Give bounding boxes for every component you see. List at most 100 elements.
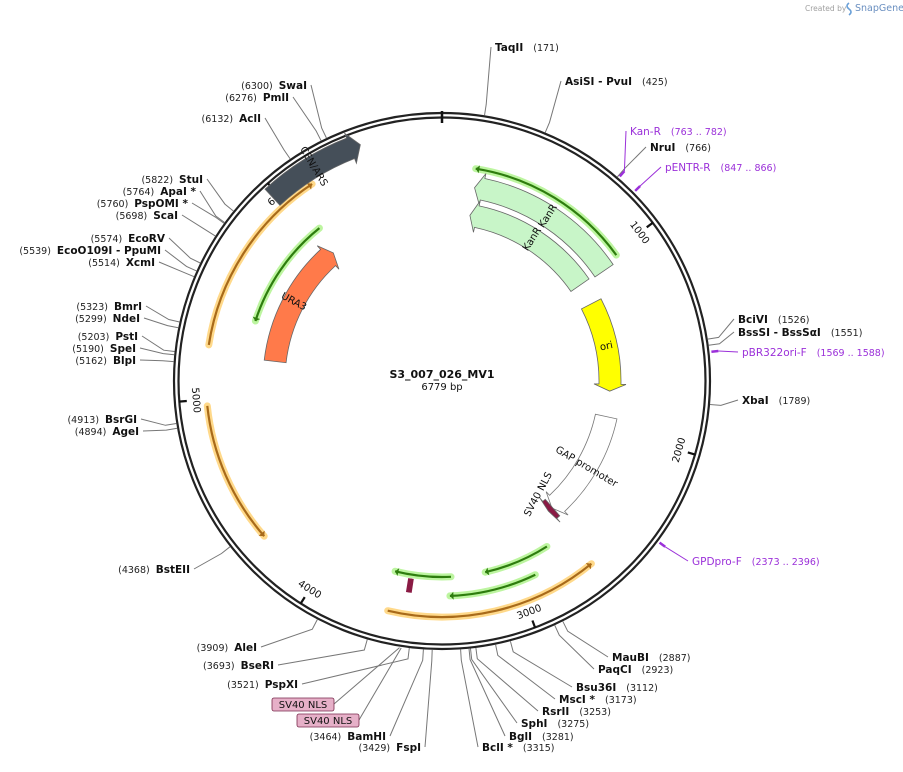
primer-mark xyxy=(658,541,666,548)
site-leader xyxy=(191,202,225,224)
site-name: XbaI xyxy=(742,395,769,407)
restriction-site: AsiSI - PvuI(425) xyxy=(544,76,668,133)
site-position: (2923) xyxy=(642,665,674,676)
site-leader xyxy=(554,624,595,670)
restriction-site: TaqII(171) xyxy=(484,42,559,116)
site-name: EcoRV xyxy=(128,233,166,245)
site-name: PspXI xyxy=(265,679,298,691)
feature-kanr: KanR xyxy=(474,173,614,278)
primer-leader xyxy=(639,166,662,187)
restriction-site: AleI(3909) xyxy=(197,619,318,654)
sv40-nls-box: SV40 NLS xyxy=(271,647,400,712)
feature-label: ori xyxy=(599,340,614,353)
restriction-site: SpeI(5190) xyxy=(72,343,175,356)
site-position: (5299) xyxy=(75,314,107,325)
restriction-site: BlpI(5162) xyxy=(75,355,174,367)
bp-ticks: 100020003000400050006000 xyxy=(178,182,696,629)
site-leader xyxy=(301,647,410,685)
site-position: (1526) xyxy=(778,315,810,326)
site-leader xyxy=(475,647,539,712)
tick-label: 5000 xyxy=(189,387,202,413)
snapgene-watermark: Created by SnapGene xyxy=(805,2,903,16)
restriction-site: ApaI *(5764) xyxy=(123,186,225,223)
site-position: (766) xyxy=(685,143,711,154)
site-position: (5574) xyxy=(91,234,123,245)
orf-arrow xyxy=(481,543,551,576)
orf-glow xyxy=(446,571,539,600)
backbone-inner-strand xyxy=(177,116,707,646)
restriction-site: BclI *(3315) xyxy=(460,649,555,754)
restriction-site: EcoO109I - PpuMI(5539) xyxy=(19,245,197,272)
sv40-nls-box-bg xyxy=(271,697,335,712)
orf-arrow xyxy=(391,567,455,581)
site-position: (3464) xyxy=(310,732,342,743)
orf-line xyxy=(484,545,548,574)
orf-arrowhead xyxy=(475,165,480,174)
site-name: EcoO109I - PpuMI xyxy=(57,245,161,257)
site-leader xyxy=(264,117,291,160)
site-position: (5764) xyxy=(123,187,155,198)
restriction-site: XcmI(5514) xyxy=(88,257,195,278)
orf-line xyxy=(254,227,321,322)
primer-name: pBR322ori-F xyxy=(742,347,807,359)
backbone-outer-strand xyxy=(172,111,712,651)
restriction-site: AclI(6132) xyxy=(202,113,291,160)
site-leader xyxy=(509,641,573,688)
site-position: (5514) xyxy=(88,258,120,269)
site-position: (5162) xyxy=(75,356,107,367)
site-position: (5203) xyxy=(78,332,110,343)
primer-leader xyxy=(718,350,739,353)
restriction-site: ScaI(5698) xyxy=(116,210,216,237)
restriction-site: BamHI(3464) xyxy=(310,649,424,743)
site-leader xyxy=(139,359,174,363)
site-name: FspI xyxy=(396,742,421,754)
watermark-prefix: Created by xyxy=(805,4,847,13)
primer-site: Kan-R(763 .. 782) xyxy=(618,126,727,178)
restriction-site: BciVI (1526) xyxy=(707,314,810,340)
feature-arrow xyxy=(545,413,618,516)
orf-arrow xyxy=(384,560,595,621)
primer-site: GPDpro-F(2373 .. 2396) xyxy=(658,541,820,568)
feature-arrow xyxy=(264,132,361,206)
sv40-nls-box-text: SV40 NLS xyxy=(279,700,328,711)
orf-arrowhead xyxy=(485,567,490,576)
site-position: (3281) xyxy=(542,732,574,743)
site-leader xyxy=(277,639,368,666)
site-name: MscI * xyxy=(559,694,595,706)
orf-arcs xyxy=(203,165,620,621)
site-leader xyxy=(139,347,175,356)
restriction-site: FspI(3429) xyxy=(359,649,433,754)
site-leader xyxy=(460,649,479,748)
orf-arrowhead xyxy=(449,591,454,600)
site-name: BciVI xyxy=(738,314,768,326)
restriction-site: SwaI(6300) xyxy=(241,80,327,139)
site-position: (425) xyxy=(642,77,668,88)
restriction-site: XbaI(1789) xyxy=(709,395,810,407)
primer-mark xyxy=(711,349,719,353)
orf-arrowhead xyxy=(252,316,261,321)
site-name: BsrGI xyxy=(105,414,137,426)
restriction-site: BmrI(5323) xyxy=(76,301,180,323)
sv40-nls-box-text: SV40 NLS xyxy=(304,716,353,727)
feature-arrow xyxy=(469,200,590,293)
feature-arrow xyxy=(539,497,561,523)
site-leader xyxy=(709,399,739,406)
plasmid-name: S3_007_026_MV1 xyxy=(389,368,494,381)
site-name: BglI xyxy=(509,731,532,743)
tick-label: 1000 xyxy=(627,220,651,247)
tick-label: 2000 xyxy=(671,436,689,464)
site-name: PspOMI * xyxy=(134,198,188,210)
site-leader xyxy=(707,318,735,340)
orf-arrow xyxy=(472,165,620,259)
site-name: PaqCI xyxy=(598,664,632,676)
site-name: BstEII xyxy=(156,564,190,576)
restriction-site: BstEII(4368) xyxy=(118,546,231,576)
site-position: (3521) xyxy=(227,680,259,691)
watermark-brand: SnapGene xyxy=(855,3,903,14)
orf-line xyxy=(475,167,618,256)
site-name: MauBI xyxy=(612,652,649,664)
site-position: (3315) xyxy=(523,743,555,754)
site-position: (6300) xyxy=(241,81,273,92)
